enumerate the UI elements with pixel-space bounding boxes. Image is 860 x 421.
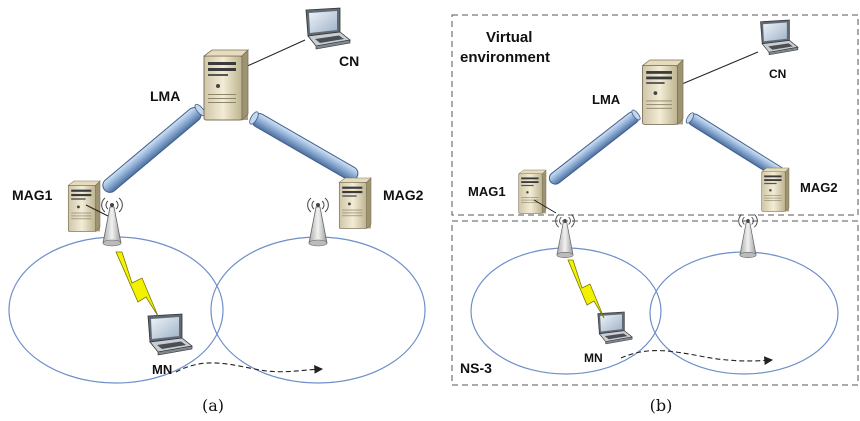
mag2-coverage-cell <box>210 236 426 384</box>
b-lma-server-icon <box>642 59 684 125</box>
b-mag1-antenna-icon <box>555 214 575 259</box>
lma-server-icon <box>203 49 249 121</box>
b-wireless-link-lightning <box>567 259 605 319</box>
cn-label: CN <box>339 53 359 69</box>
mag2-label: MAG2 <box>383 187 424 203</box>
virtual-environment-box <box>451 14 859 216</box>
b-mag1-label: MAG1 <box>468 184 506 199</box>
tunnel-lma-mag1 <box>102 103 206 193</box>
b-mag2-coverage-cell <box>649 251 839 375</box>
mag1-coverage-cell <box>8 236 224 384</box>
tunnel-lma-mag2 <box>249 111 359 181</box>
b-mag2-label: MAG2 <box>800 180 838 195</box>
mn-movement-path <box>175 362 324 374</box>
panel-b: Virtual environment NS-3 <box>451 14 859 415</box>
b-mn-movement-path <box>620 350 774 366</box>
ns3-box <box>451 220 859 386</box>
lma-cn-link <box>242 39 306 69</box>
b-mn-label: MN <box>584 351 603 365</box>
virtual-environment-label-line2: environment <box>460 49 550 66</box>
b-lma-cn-link <box>681 51 759 85</box>
mag1-antenna-icon <box>101 197 123 247</box>
b-cn-label: CN <box>769 67 786 81</box>
panel-a: CN LMA MAG1 MAG2 MN (a) <box>8 7 426 415</box>
ns3-label: NS-3 <box>460 360 492 376</box>
b-mag1-server-icon <box>518 169 547 214</box>
mag1-server-icon <box>67 180 101 232</box>
b-mag2-server-icon <box>761 167 790 212</box>
mag1-label: MAG1 <box>12 187 53 203</box>
mag2-antenna-icon <box>307 197 329 247</box>
mn-label: MN <box>152 362 172 377</box>
virtual-environment-label-line1: Virtual <box>486 29 532 46</box>
caption-a: (a) <box>202 396 224 415</box>
b-tunnel-lma-mag2 <box>685 112 785 179</box>
caption-b: (b) <box>650 396 673 415</box>
wireless-link-lightning <box>115 251 159 317</box>
b-mag1-coverage-cell <box>470 247 662 375</box>
cn-laptop-icon <box>305 7 351 50</box>
mn-laptop-icon <box>147 313 193 356</box>
b-lma-label: LMA <box>592 92 621 107</box>
b-cn-laptop-icon <box>760 19 799 56</box>
lma-label: LMA <box>150 88 180 104</box>
b-tunnel-lma-mag1 <box>548 109 641 185</box>
mag2-server-icon <box>338 177 372 229</box>
